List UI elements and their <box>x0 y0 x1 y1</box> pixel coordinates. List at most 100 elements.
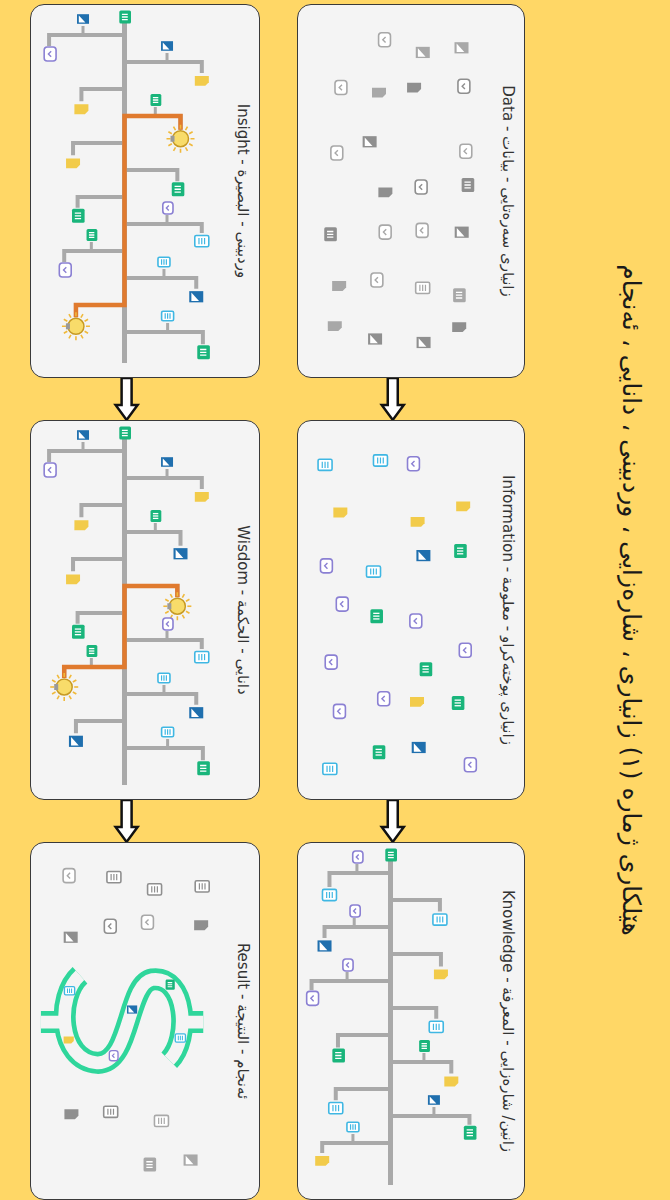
file-icon <box>104 919 116 933</box>
bulb-ray <box>174 127 176 130</box>
sheet-bar <box>200 770 206 771</box>
doc-outline <box>323 763 337 774</box>
file-icon <box>464 758 476 772</box>
sheet-bar <box>153 515 158 516</box>
image-fill <box>363 136 377 147</box>
dollar-outline <box>65 975 183 1063</box>
doc-outline <box>195 651 209 662</box>
doc-line <box>166 259 167 264</box>
file-icon <box>343 959 353 971</box>
bulb-ray <box>174 147 176 150</box>
file-icon <box>142 915 154 929</box>
chat-mark <box>375 277 378 283</box>
sheet-bar <box>75 218 81 219</box>
doc-outline <box>158 673 170 683</box>
tree-twig <box>355 864 358 873</box>
flow-arrow <box>116 378 138 420</box>
tree-branch <box>125 694 197 705</box>
sheet-bar <box>75 634 81 635</box>
file-icon <box>412 742 426 753</box>
doc-outline <box>373 455 387 466</box>
bulb-ray <box>186 599 189 601</box>
bulb-ray <box>191 138 195 140</box>
sheet-fill <box>144 1158 157 1172</box>
chat-mark <box>340 601 343 607</box>
doc-line <box>161 259 162 264</box>
doc-line <box>169 313 170 318</box>
tree-branch <box>76 721 125 733</box>
panel-heading: ئەنجام - النتیجة - Result <box>230 843 259 1199</box>
file-icon <box>458 79 470 93</box>
tree-branch <box>49 35 124 46</box>
chat-mark <box>48 467 51 473</box>
file-icon <box>367 566 381 577</box>
image-mark <box>320 942 328 950</box>
chat-mark <box>414 618 417 624</box>
sheet-bar <box>457 548 463 549</box>
file-icon <box>411 517 425 527</box>
tree-twig <box>432 1107 435 1116</box>
sheet-bar <box>153 513 158 514</box>
panel-illustration <box>30 843 259 1200</box>
doc-line <box>322 462 323 468</box>
file-icon <box>456 501 470 511</box>
file-icon <box>162 311 174 321</box>
chat-outline <box>142 915 154 929</box>
file-icon <box>347 1122 359 1132</box>
page-fill <box>434 970 448 980</box>
sheet-fill <box>166 980 175 990</box>
sheet-bar <box>168 986 173 987</box>
sheet-bar <box>335 1058 341 1059</box>
bulb-ray <box>81 314 83 317</box>
doc-line <box>157 886 158 892</box>
image-mark <box>71 737 79 745</box>
chat-outline <box>371 273 383 287</box>
doc-line <box>116 874 117 880</box>
doc-line <box>380 457 381 463</box>
sheet-bar <box>75 631 81 632</box>
chat-outline <box>63 869 75 883</box>
chat-outline <box>163 202 173 214</box>
tree-twig <box>82 442 85 451</box>
doc-outline <box>195 881 209 892</box>
sheet-fill <box>119 427 131 440</box>
file-icon <box>307 991 319 1005</box>
file-icon <box>434 970 448 980</box>
doc-line <box>383 457 384 463</box>
file-icon <box>417 337 431 348</box>
doc-line <box>163 675 164 680</box>
sheet-bar <box>89 653 94 654</box>
doc-line <box>204 654 205 660</box>
chat-mark <box>338 709 341 715</box>
tree-branch <box>391 900 440 912</box>
image-fill <box>368 333 382 344</box>
sheet-bar <box>122 435 128 436</box>
file-icon <box>197 345 210 359</box>
file-icon <box>127 1005 137 1013</box>
sheet-fill <box>87 645 98 657</box>
bulb-ray <box>69 675 71 678</box>
file-icon <box>454 544 467 558</box>
sheet-bar <box>457 550 463 551</box>
file-icon <box>370 609 383 623</box>
file-icon <box>66 574 80 584</box>
sheet-bar <box>327 236 333 237</box>
image-mark <box>457 44 465 52</box>
image-mark <box>129 1006 135 1012</box>
page-fill <box>64 1109 78 1119</box>
sheet-bar <box>388 854 394 855</box>
doc-line <box>169 729 170 734</box>
sheet-bar <box>464 184 470 185</box>
sheet-fill <box>172 182 185 196</box>
bulb-ray <box>180 149 182 153</box>
doc-line <box>204 883 205 889</box>
file-icon <box>462 178 475 192</box>
doc-line <box>433 1024 434 1030</box>
chat-mark <box>354 909 356 914</box>
chat-outline <box>59 263 71 277</box>
doc-line <box>332 1105 333 1111</box>
sheet-fill <box>452 696 465 710</box>
tree-branch <box>391 1008 437 1019</box>
doc-outline <box>367 566 381 577</box>
doc-outline <box>162 311 174 321</box>
